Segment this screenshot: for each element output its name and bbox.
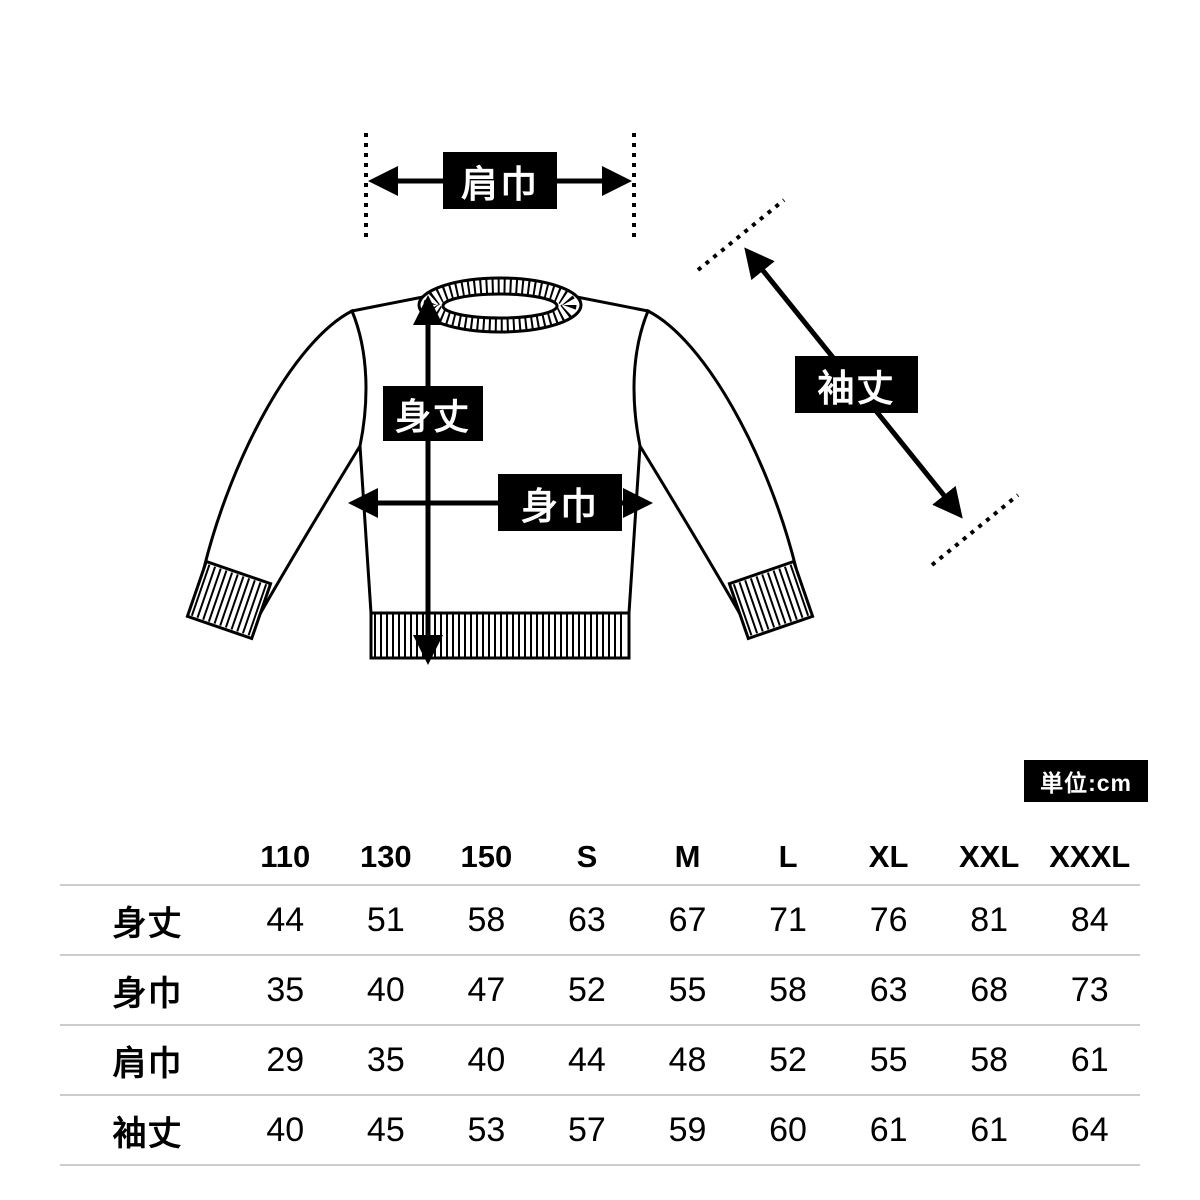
sleeve-guide-top — [696, 198, 786, 272]
column-header-XXL: XXL — [959, 839, 1020, 874]
size-value: 63 — [568, 900, 606, 939]
size-value: 29 — [266, 1040, 305, 1079]
size-value: 61 — [970, 1110, 1009, 1149]
column-header-150: 150 — [460, 839, 513, 874]
left-sleeve — [202, 308, 368, 617]
size-value: 71 — [769, 900, 807, 939]
size-value: 81 — [970, 900, 1009, 939]
size-value: 52 — [769, 1040, 807, 1079]
size-value: 47 — [467, 970, 506, 1009]
size-value: 58 — [467, 900, 506, 939]
size-value: 58 — [769, 970, 807, 1009]
hem-band — [369, 611, 631, 660]
size-value: 40 — [266, 1110, 305, 1149]
table-row: 肩巾 29 35 40 44 48 52 55 58 61 — [60, 1024, 1140, 1094]
size-value: 61 — [1070, 1040, 1109, 1079]
table-row: 身丈 44 51 58 63 67 71 76 81 84 — [60, 884, 1140, 954]
label-body-length: 身丈 — [383, 386, 483, 441]
size-value: 35 — [266, 970, 305, 1009]
size-value: 57 — [568, 1110, 606, 1149]
size-value: 48 — [668, 1040, 707, 1079]
unit-badge: 単位:cm — [1024, 760, 1148, 802]
label-body-width: 身巾 — [498, 474, 622, 531]
size-value: 60 — [769, 1110, 807, 1149]
right-sleeve — [632, 308, 798, 617]
column-header-L: L — [778, 839, 798, 874]
size-value: 68 — [970, 970, 1009, 1009]
size-value: 63 — [869, 970, 908, 1009]
garment-body — [350, 295, 650, 615]
sleeve-guide-bottom — [930, 493, 1020, 567]
size-value: 45 — [366, 1110, 405, 1149]
column-header-130: 130 — [359, 839, 412, 874]
row-label: 袖丈 — [112, 1114, 183, 1153]
table-row: 袖丈 40 45 53 57 59 60 61 61 64 — [60, 1094, 1140, 1166]
row-label: 身巾 — [112, 974, 183, 1013]
garment-outline — [202, 295, 798, 617]
size-value: 53 — [467, 1110, 506, 1149]
size-value: 67 — [668, 900, 707, 939]
size-value: 55 — [869, 1040, 908, 1079]
row-label: 肩巾 — [112, 1044, 183, 1083]
size-value: 51 — [366, 900, 405, 939]
column-header-110: 110 — [260, 839, 311, 874]
column-header-XXXL: XXXL — [1049, 839, 1131, 874]
size-table-header-row: 110 130 150 S M L XL XXL XXXL — [60, 830, 1140, 884]
size-value: 55 — [668, 970, 707, 1009]
size-value: 84 — [1070, 900, 1109, 939]
size-value: 76 — [869, 900, 908, 939]
size-value: 44 — [266, 900, 305, 939]
size-table-body: 身丈 44 51 58 63 67 71 76 81 84 身巾 35 40 47 52 55 58 63 68 73… — [60, 884, 1140, 1166]
size-table: 110 130 150 S M L XL XXL XXXL 身丈 44 51 58 63 67 71 76 81… — [60, 830, 1140, 1166]
label-shoulder-width: 肩巾 — [443, 152, 557, 209]
size-value: 73 — [1070, 970, 1109, 1009]
size-value: 61 — [869, 1110, 908, 1149]
size-value: 44 — [568, 1040, 606, 1079]
column-header-XL: XL — [868, 839, 909, 874]
column-header-M: M — [674, 839, 701, 874]
left-cuff — [185, 559, 273, 641]
size-value: 59 — [668, 1110, 707, 1149]
collar — [417, 276, 583, 334]
label-sleeve-length: 袖丈 — [795, 356, 918, 413]
size-value: 40 — [467, 1040, 506, 1079]
sweatshirt-diagram — [185, 133, 1020, 665]
size-value: 52 — [568, 970, 606, 1009]
table-row: 身巾 35 40 47 52 55 58 63 68 73 — [60, 954, 1140, 1024]
row-label: 身丈 — [112, 904, 183, 943]
size-value: 40 — [366, 970, 405, 1009]
size-value: 35 — [366, 1040, 405, 1079]
size-value: 64 — [1070, 1110, 1109, 1149]
column-header-S: S — [576, 839, 598, 874]
right-cuff — [727, 559, 815, 641]
size-value: 58 — [970, 1040, 1009, 1079]
